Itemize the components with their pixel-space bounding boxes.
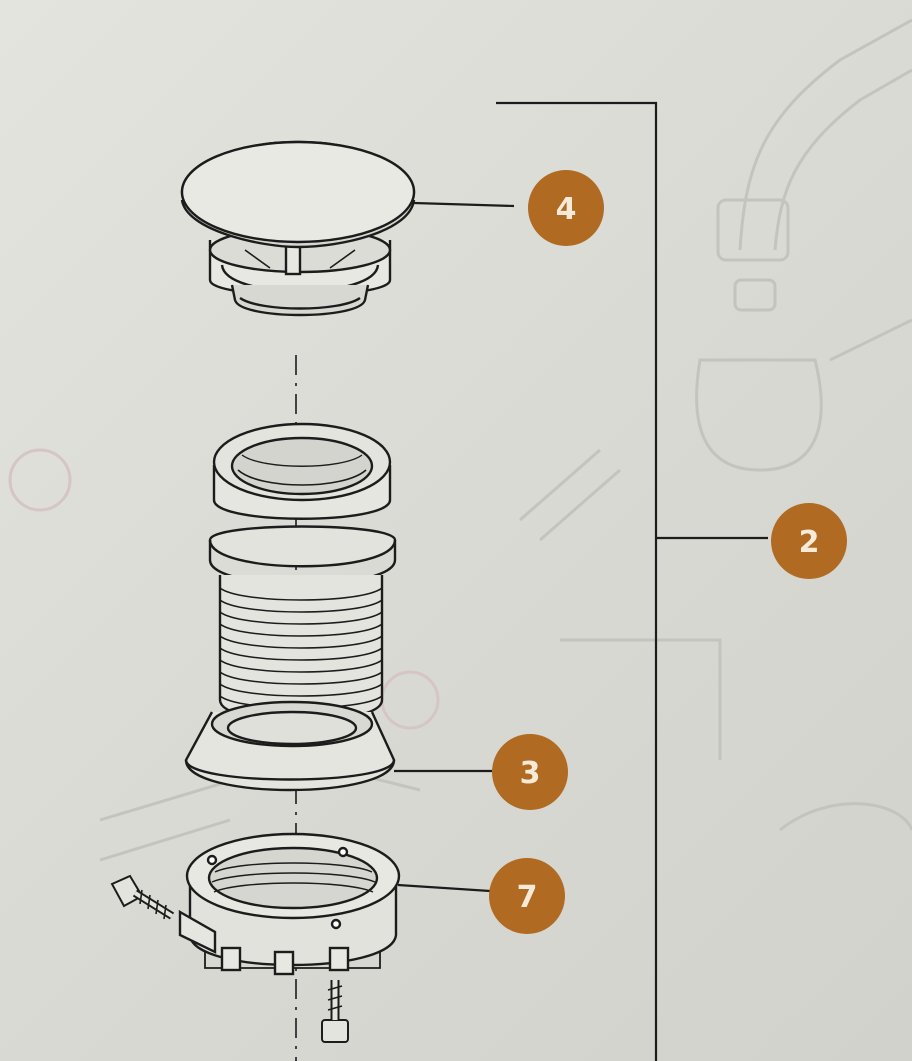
callout-badge-3: 3	[492, 734, 568, 810]
background-ghost-drawing	[8, 18, 912, 862]
callout-badge-2: 2	[771, 503, 847, 579]
leader-line-4	[413, 201, 515, 208]
callout-badge-4: 4	[528, 170, 604, 246]
tube-threads	[219, 587, 383, 709]
callout-badge-7: 7	[489, 858, 565, 934]
lock-nut-part	[178, 832, 401, 976]
callout-label-2: 2	[799, 525, 820, 560]
bottom-screw	[321, 980, 349, 1043]
leader-line-7	[397, 883, 491, 893]
callout-label-7: 7	[517, 880, 538, 915]
side-screw	[110, 874, 175, 920]
flange-cone-part	[184, 700, 396, 792]
callout-label-4: 4	[556, 192, 577, 227]
callout-label-3: 3	[520, 756, 541, 791]
threaded-tube-part	[208, 422, 397, 723]
drain-cap-part	[180, 140, 416, 317]
nut-threads	[211, 862, 376, 893]
assembly-bracket	[496, 101, 658, 1061]
